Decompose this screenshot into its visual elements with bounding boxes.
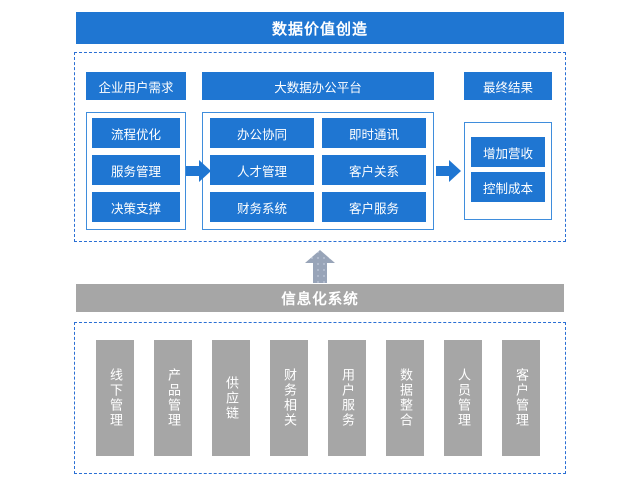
demand-item[interactable]: 决策支撑 [92,192,180,222]
header-bigdata-platform[interactable]: 大数据办公平台 [202,72,434,100]
info-module[interactable]: 客户管理 [502,340,540,456]
platform-item[interactable]: 客户关系 [322,155,426,185]
demand-item[interactable]: 流程优化 [92,118,180,148]
demand-item[interactable]: 服务管理 [92,155,180,185]
info-module[interactable]: 数据整合 [386,340,424,456]
platform-item[interactable]: 财务系统 [210,192,314,222]
platform-item[interactable]: 客户服务 [322,192,426,222]
info-module[interactable]: 产品管理 [154,340,192,456]
info-system-group [74,322,566,474]
arrow-right-icon [186,158,212,184]
arrow-right-icon [436,158,462,184]
info-module[interactable]: 财务相关 [270,340,308,456]
info-module[interactable]: 用户服务 [328,340,366,456]
platform-item[interactable]: 即时通讯 [322,118,426,148]
header-final-result[interactable]: 最终结果 [464,72,552,100]
arrow-up-icon [304,250,336,284]
value-creation-group [74,52,566,242]
info-module[interactable]: 人员管理 [444,340,482,456]
info-module[interactable]: 线下管理 [96,340,134,456]
info-system-banner: 信息化系统 [76,284,564,312]
header-enterprise-demand[interactable]: 企业用户需求 [86,72,186,100]
platform-item[interactable]: 办公协同 [210,118,314,148]
result-item[interactable]: 增加营收 [471,137,545,167]
info-module[interactable]: 供应链 [212,340,250,456]
platform-item[interactable]: 人才管理 [210,155,314,185]
result-item[interactable]: 控制成本 [471,172,545,202]
page-title: 数据价值创造 [76,12,564,44]
